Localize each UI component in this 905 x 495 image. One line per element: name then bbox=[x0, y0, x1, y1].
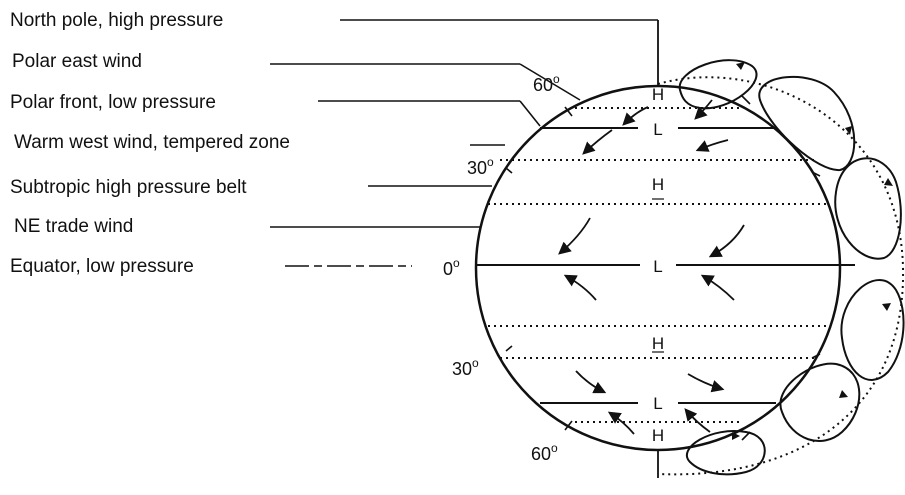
zone-north-subtropic-high: H bbox=[652, 175, 664, 194]
wind-arrow bbox=[684, 408, 711, 433]
zone-north-polar-front: L bbox=[653, 120, 662, 139]
circulation-cell-south-ferrel bbox=[779, 362, 861, 442]
wind-arrows bbox=[558, 99, 745, 435]
label-polar-front: Polar front, low pressure bbox=[10, 92, 216, 113]
wind-arrow bbox=[607, 411, 635, 435]
zone-equator-low: L bbox=[653, 257, 662, 276]
circulation-cell-north-hadley bbox=[834, 157, 902, 260]
wind-arrow bbox=[695, 139, 729, 152]
leader-lines bbox=[270, 19, 658, 267]
circulation-cell-arrows bbox=[732, 62, 893, 440]
outer-circulation-boundary bbox=[657, 76, 905, 476]
circulation-cell-south-polar bbox=[686, 430, 766, 476]
label-north-pole: North pole, high pressure bbox=[10, 10, 223, 31]
latitude-labels: 60o 30o 0o 30o 60o bbox=[443, 72, 560, 464]
lat-s30: 30o bbox=[452, 356, 479, 379]
circulation-cell-north-polar bbox=[678, 59, 758, 110]
leader-polar-east-wind-diag bbox=[519, 63, 581, 101]
lat-n60: 60o bbox=[533, 72, 560, 95]
zone-south-subtropic-high: H bbox=[652, 334, 664, 353]
label-texts: North pole, high pressure Polar east win… bbox=[10, 10, 290, 277]
label-ne-trade-wind: NE trade wind bbox=[14, 216, 133, 237]
pressure-zone-labels: H L H L H L H bbox=[652, 85, 664, 445]
wind-arrow bbox=[694, 99, 713, 120]
lat-equator: 0o bbox=[443, 256, 460, 279]
wind-arrow bbox=[622, 106, 649, 126]
circulation-cells bbox=[678, 59, 905, 476]
circulation-cell-south-hadley bbox=[840, 279, 905, 381]
label-warm-west-wind: Warm west wind, tempered zone bbox=[14, 132, 290, 153]
zone-south-polar-high: H bbox=[652, 426, 664, 445]
wind-arrow bbox=[687, 373, 725, 393]
zone-underlines bbox=[652, 198, 664, 353]
lat-s60: 60o bbox=[531, 441, 558, 464]
wind-arrow bbox=[575, 370, 607, 394]
label-polar-east-wind: Polar east wind bbox=[12, 51, 142, 72]
leader-polar-front-diag bbox=[519, 100, 541, 127]
wind-arrow bbox=[563, 274, 597, 301]
label-equator: Equator, low pressure bbox=[10, 256, 194, 277]
latitude-belts bbox=[477, 107, 855, 423]
circulation-cell-north-ferrel bbox=[758, 75, 856, 172]
wind-arrow bbox=[708, 224, 745, 258]
wind-arrow bbox=[582, 129, 613, 155]
wind-arrow bbox=[558, 217, 591, 255]
zone-south-polar-front: L bbox=[653, 394, 662, 413]
label-subtropic-high: Subtropic high pressure belt bbox=[10, 177, 247, 198]
zone-north-polar-high: H bbox=[652, 85, 664, 104]
wind-arrow bbox=[700, 274, 735, 301]
lat-n30: 30o bbox=[467, 155, 494, 178]
latitude-ticks bbox=[505, 95, 821, 441]
